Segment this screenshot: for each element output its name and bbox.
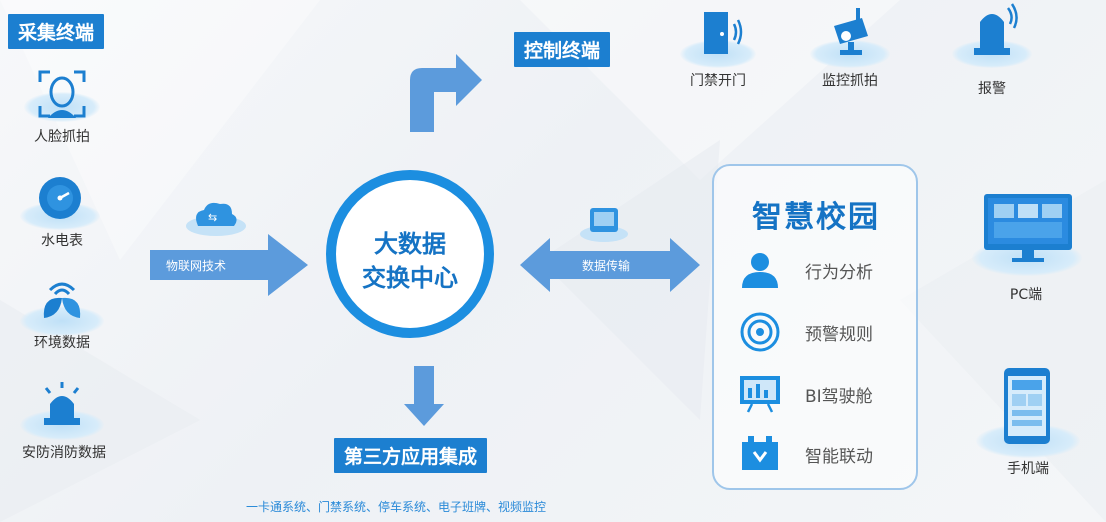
leaf-signal-icon xyxy=(43,282,81,318)
smart-linkage-label: 智能联动 xyxy=(805,447,873,467)
door-label: 门禁开门 xyxy=(690,73,746,89)
phone-icon xyxy=(1004,368,1050,444)
face-capture-label: 人脸抓拍 xyxy=(34,129,90,145)
alert-rules-label: 预警规则 xyxy=(805,325,873,345)
alarm-light-icon xyxy=(44,382,80,425)
door-icon xyxy=(704,12,743,54)
environment-label: 环境数据 xyxy=(34,335,90,351)
hub-circle xyxy=(326,170,494,338)
dashboard-icon xyxy=(740,376,780,413)
hub-line1: 大数据 xyxy=(374,230,446,258)
face-scan-icon xyxy=(38,70,86,118)
siren-label: 报警 xyxy=(978,81,1006,97)
camera-icon xyxy=(834,8,868,55)
third-party-arrow xyxy=(404,366,444,426)
person-icon xyxy=(742,253,778,288)
collect-terminal-title: 采集终端 xyxy=(8,14,105,49)
iot-arrow-label: 物联网技术 xyxy=(166,259,227,273)
data-transfer-icon xyxy=(580,208,628,242)
battery-link-icon xyxy=(742,436,778,470)
meter-icon xyxy=(39,177,81,219)
smart-campus-panel xyxy=(712,164,918,490)
iot-arrow xyxy=(150,234,308,296)
smart-campus-title: 智慧校园 xyxy=(752,200,880,235)
meter-label: 水电表 xyxy=(41,233,83,249)
data-transfer-arrow xyxy=(520,238,700,292)
svg-text:⇆: ⇆ xyxy=(208,211,217,224)
env-halo xyxy=(20,306,104,336)
cloud-icon: ⇆ xyxy=(186,202,246,236)
monitor-icon xyxy=(984,194,1072,262)
hub-line2: 交换中心 xyxy=(362,264,458,292)
control-arrow xyxy=(410,54,482,132)
security-fire-label: 安防消防数据 xyxy=(22,445,106,461)
pc-client-label: PC端 xyxy=(1009,287,1043,303)
data-transfer-label: 数据传输 xyxy=(582,259,631,273)
control-terminal-title: 控制终端 xyxy=(514,32,611,67)
third-party-systems: 一卡通系统、门禁系统、停车系统、电子班牌、视频监控 xyxy=(246,500,547,514)
mobile-client-label: 手机端 xyxy=(1007,461,1049,477)
siren-icon xyxy=(974,3,1018,55)
third-party-title: 第三方应用集成 xyxy=(334,438,488,473)
target-icon xyxy=(740,312,780,352)
behavior-analysis-label: 行为分析 xyxy=(805,263,873,283)
camera-label: 监控抓拍 xyxy=(822,73,878,89)
bi-cockpit-label: BI驾驶舱 xyxy=(805,387,873,407)
